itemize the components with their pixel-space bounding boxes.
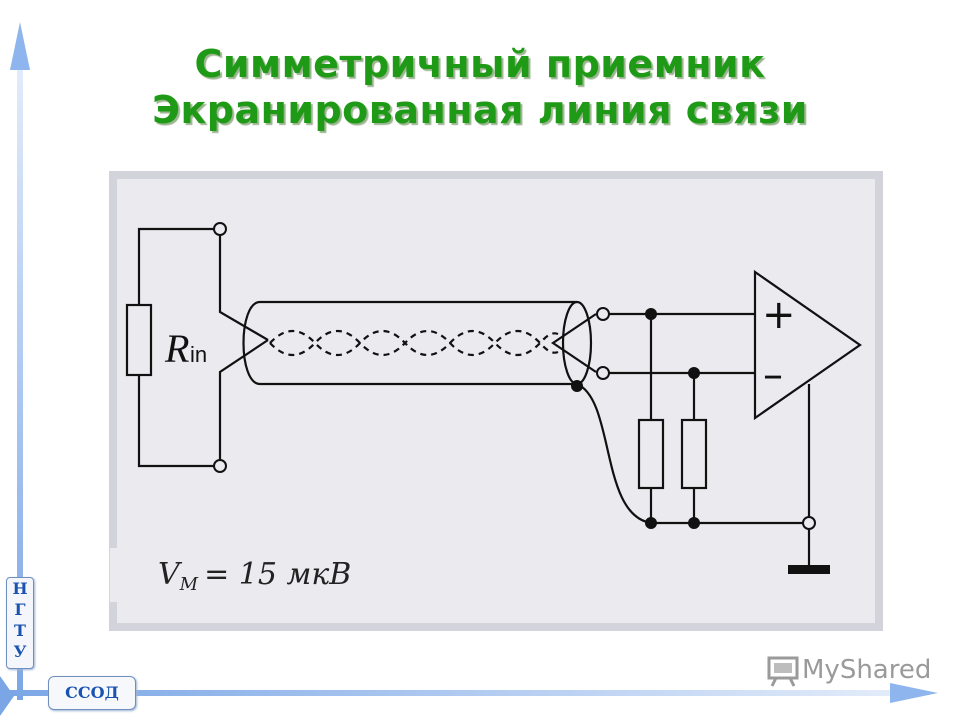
- rin-wire-bottom: [137, 375, 220, 468]
- terminal-in-bottom: [213, 459, 227, 473]
- slide-title-line-1: Симметричный приемник: [194, 42, 766, 86]
- myshared-logo: MyShared: [766, 652, 931, 692]
- ground-icon: [788, 565, 830, 574]
- junction-dot: [645, 308, 657, 320]
- vertical-axis-line: [17, 60, 23, 700]
- termination-resistor-2: [680, 418, 708, 490]
- twisted-pair-a: [269, 329, 559, 357]
- junction-dot: [688, 367, 700, 379]
- terminal-in-top: [213, 222, 227, 236]
- cable-shield: [260, 300, 577, 386]
- nstu-letter: Г: [14, 600, 26, 619]
- vm-subscript: M: [179, 574, 199, 595]
- junction-dot: [688, 517, 700, 529]
- vertical-axis-arrow-icon: [10, 22, 30, 70]
- twisted-pair-b: [269, 329, 559, 357]
- nstu-tab[interactable]: Н Г Т У: [6, 577, 34, 669]
- rin-label: R: [164, 326, 189, 371]
- source-wire-minus: [218, 339, 269, 460]
- rin-wire-top: [137, 227, 220, 305]
- minus-input-sign: –: [763, 352, 783, 398]
- shield-drain-wire: [576, 382, 652, 525]
- junction-dot: [571, 380, 583, 392]
- termination-resistor-1: [637, 418, 665, 490]
- nstu-letter: Т: [14, 621, 26, 640]
- nstu-letter: У: [13, 642, 27, 661]
- receiver-input-wires: [551, 313, 597, 373]
- ssod-tab[interactable]: ССОД: [48, 676, 136, 710]
- vm-symbol: V: [158, 557, 180, 592]
- plus-input-sign: +: [762, 292, 796, 338]
- nstu-letter: Н: [12, 579, 28, 598]
- vm-label: VM= 15 мкВ: [110, 548, 440, 602]
- diagram-panel: [109, 171, 883, 631]
- logo-text: MyShared: [802, 655, 932, 685]
- rin-label-subscript: in: [190, 342, 207, 367]
- terminal-ground: [802, 516, 816, 530]
- slide-title-line-2: Экранированная линия связи: [152, 88, 808, 132]
- terminal-out-minus: [596, 366, 610, 380]
- corner-arrow-icon: [0, 676, 14, 716]
- rin-resistor: [125, 303, 153, 377]
- terminal-out-plus: [596, 307, 610, 321]
- junction-dot: [645, 517, 657, 529]
- source-wire-plus: [218, 235, 269, 341]
- horizontal-axis-arrow-icon: [890, 683, 938, 703]
- presentation-icon: [767, 656, 799, 687]
- differential-amplifier: [753, 269, 862, 421]
- cable-shield-left-end: [242, 300, 261, 386]
- vm-value: = 15 мкВ: [204, 557, 352, 592]
- horizontal-axis-line: [0, 690, 900, 696]
